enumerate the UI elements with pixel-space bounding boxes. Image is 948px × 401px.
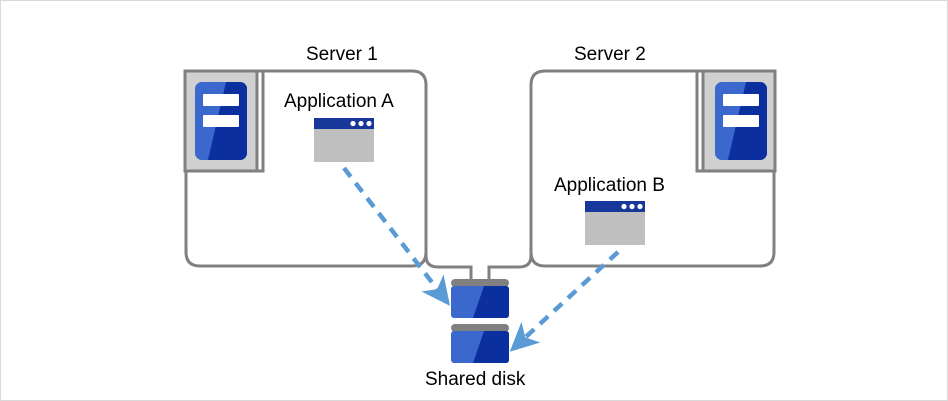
server-2-label: Server 2 bbox=[574, 44, 646, 65]
server-icon-bar-bottom bbox=[203, 115, 239, 127]
server-1-icon-group bbox=[183, 69, 259, 173]
app-window-dot-1 bbox=[621, 203, 627, 210]
disk-block-bottom-shade bbox=[473, 331, 509, 363]
app-window-titlebar bbox=[585, 201, 645, 212]
connector-server1-to-disk bbox=[424, 161, 473, 283]
server-icon-bar-bottom bbox=[723, 115, 759, 127]
app-window-dot-3 bbox=[366, 120, 372, 127]
server-1-label: Server 1 bbox=[306, 44, 378, 65]
data-flow-arrows bbox=[342, 166, 620, 352]
app-window-dot-1 bbox=[350, 120, 356, 127]
app-window-dot-2 bbox=[358, 120, 364, 127]
server-icon-bar-top bbox=[203, 94, 239, 106]
application-b-window-icon bbox=[585, 201, 645, 245]
app-window-dot-2 bbox=[629, 203, 635, 210]
disk-block-top-shade bbox=[473, 286, 509, 318]
server-2-icon-group bbox=[701, 69, 777, 173]
connector-lines bbox=[424, 161, 533, 283]
application-a-window-icon bbox=[314, 118, 374, 162]
arrow-application-b-to-disk bbox=[509, 250, 620, 352]
shared-disk-icon bbox=[451, 279, 509, 363]
connector-server2-to-disk bbox=[487, 161, 533, 283]
shared-disk-label: Shared disk bbox=[425, 369, 526, 390]
app-window-titlebar bbox=[314, 118, 374, 129]
application-a-label: Application A bbox=[284, 91, 394, 112]
application-b-label: Application B bbox=[554, 175, 665, 196]
disk-bar-top bbox=[451, 279, 509, 287]
app-window-dot-3 bbox=[637, 203, 643, 210]
disk-bar-bottom bbox=[451, 324, 509, 332]
arrow-application-a-to-disk bbox=[342, 166, 451, 306]
server-icon-bar-top bbox=[723, 94, 759, 106]
